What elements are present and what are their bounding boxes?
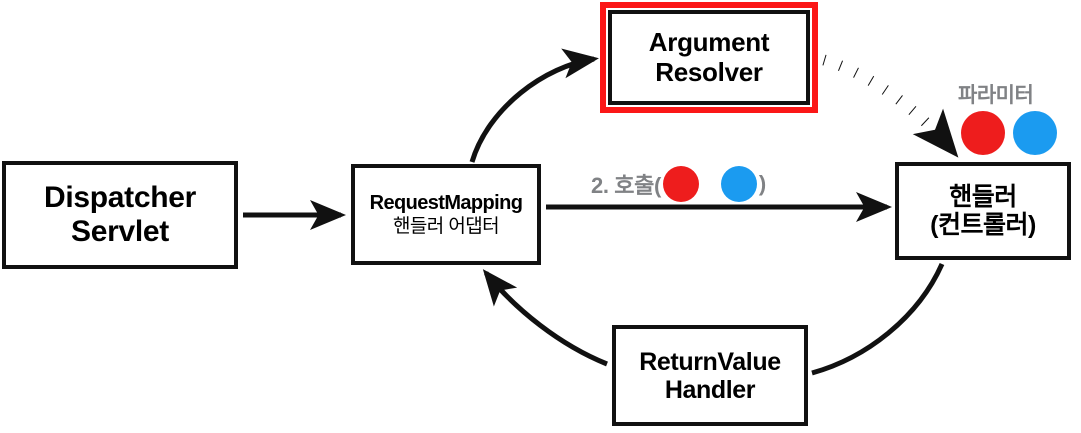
call-dot-blue-icon (720, 166, 757, 202)
edge-handler-to-return-value-handler (811, 262, 945, 376)
node-request-mapping-handler-adapter: RequestMapping 핸들러 어댑터 (351, 164, 541, 265)
parameter-dot-red-icon (961, 111, 1005, 155)
node-return-value-handler-line1: ReturnValue (639, 347, 781, 376)
node-return-value-handler: ReturnValue Handler (612, 325, 808, 426)
node-handler-controller: 핸들러 (컨트롤러) (895, 162, 1071, 260)
node-request-mapping-line2: 핸들러 어댑터 (393, 215, 500, 237)
parameter-dot-blue-icon (1013, 111, 1057, 155)
node-argument-resolver: Argument Resolver (608, 10, 810, 105)
call-label: 2. 호출( ) (591, 166, 766, 202)
node-dispatcher-servlet: Dispatcher Servlet (2, 161, 238, 269)
node-request-mapping-line1: RequestMapping (369, 192, 523, 215)
parameter-label: 파라미터 (958, 84, 1034, 107)
node-dispatcher-servlet-line1: Dispatcher (43, 181, 197, 215)
node-argument-resolver-line1: Argument (648, 27, 770, 58)
node-argument-resolver-line2: Resolver (655, 56, 763, 87)
node-return-value-handler-line2: Handler (664, 375, 756, 404)
edge-argument-resolver-to-handler (822, 54, 959, 158)
node-handler-line2: (컨트롤러) (930, 211, 1036, 239)
edge-return-value-handler-to-adapter (482, 269, 608, 367)
call-label-suffix: ) (758, 171, 766, 196)
edge-adapter-to-argument-resolver (469, 48, 599, 163)
node-handler-line1: 핸들러 (949, 183, 1017, 211)
call-label-prefix: 2. 호출( (591, 173, 661, 198)
node-dispatcher-servlet-line2: Servlet (71, 215, 169, 248)
call-dot-red-icon (662, 166, 699, 202)
